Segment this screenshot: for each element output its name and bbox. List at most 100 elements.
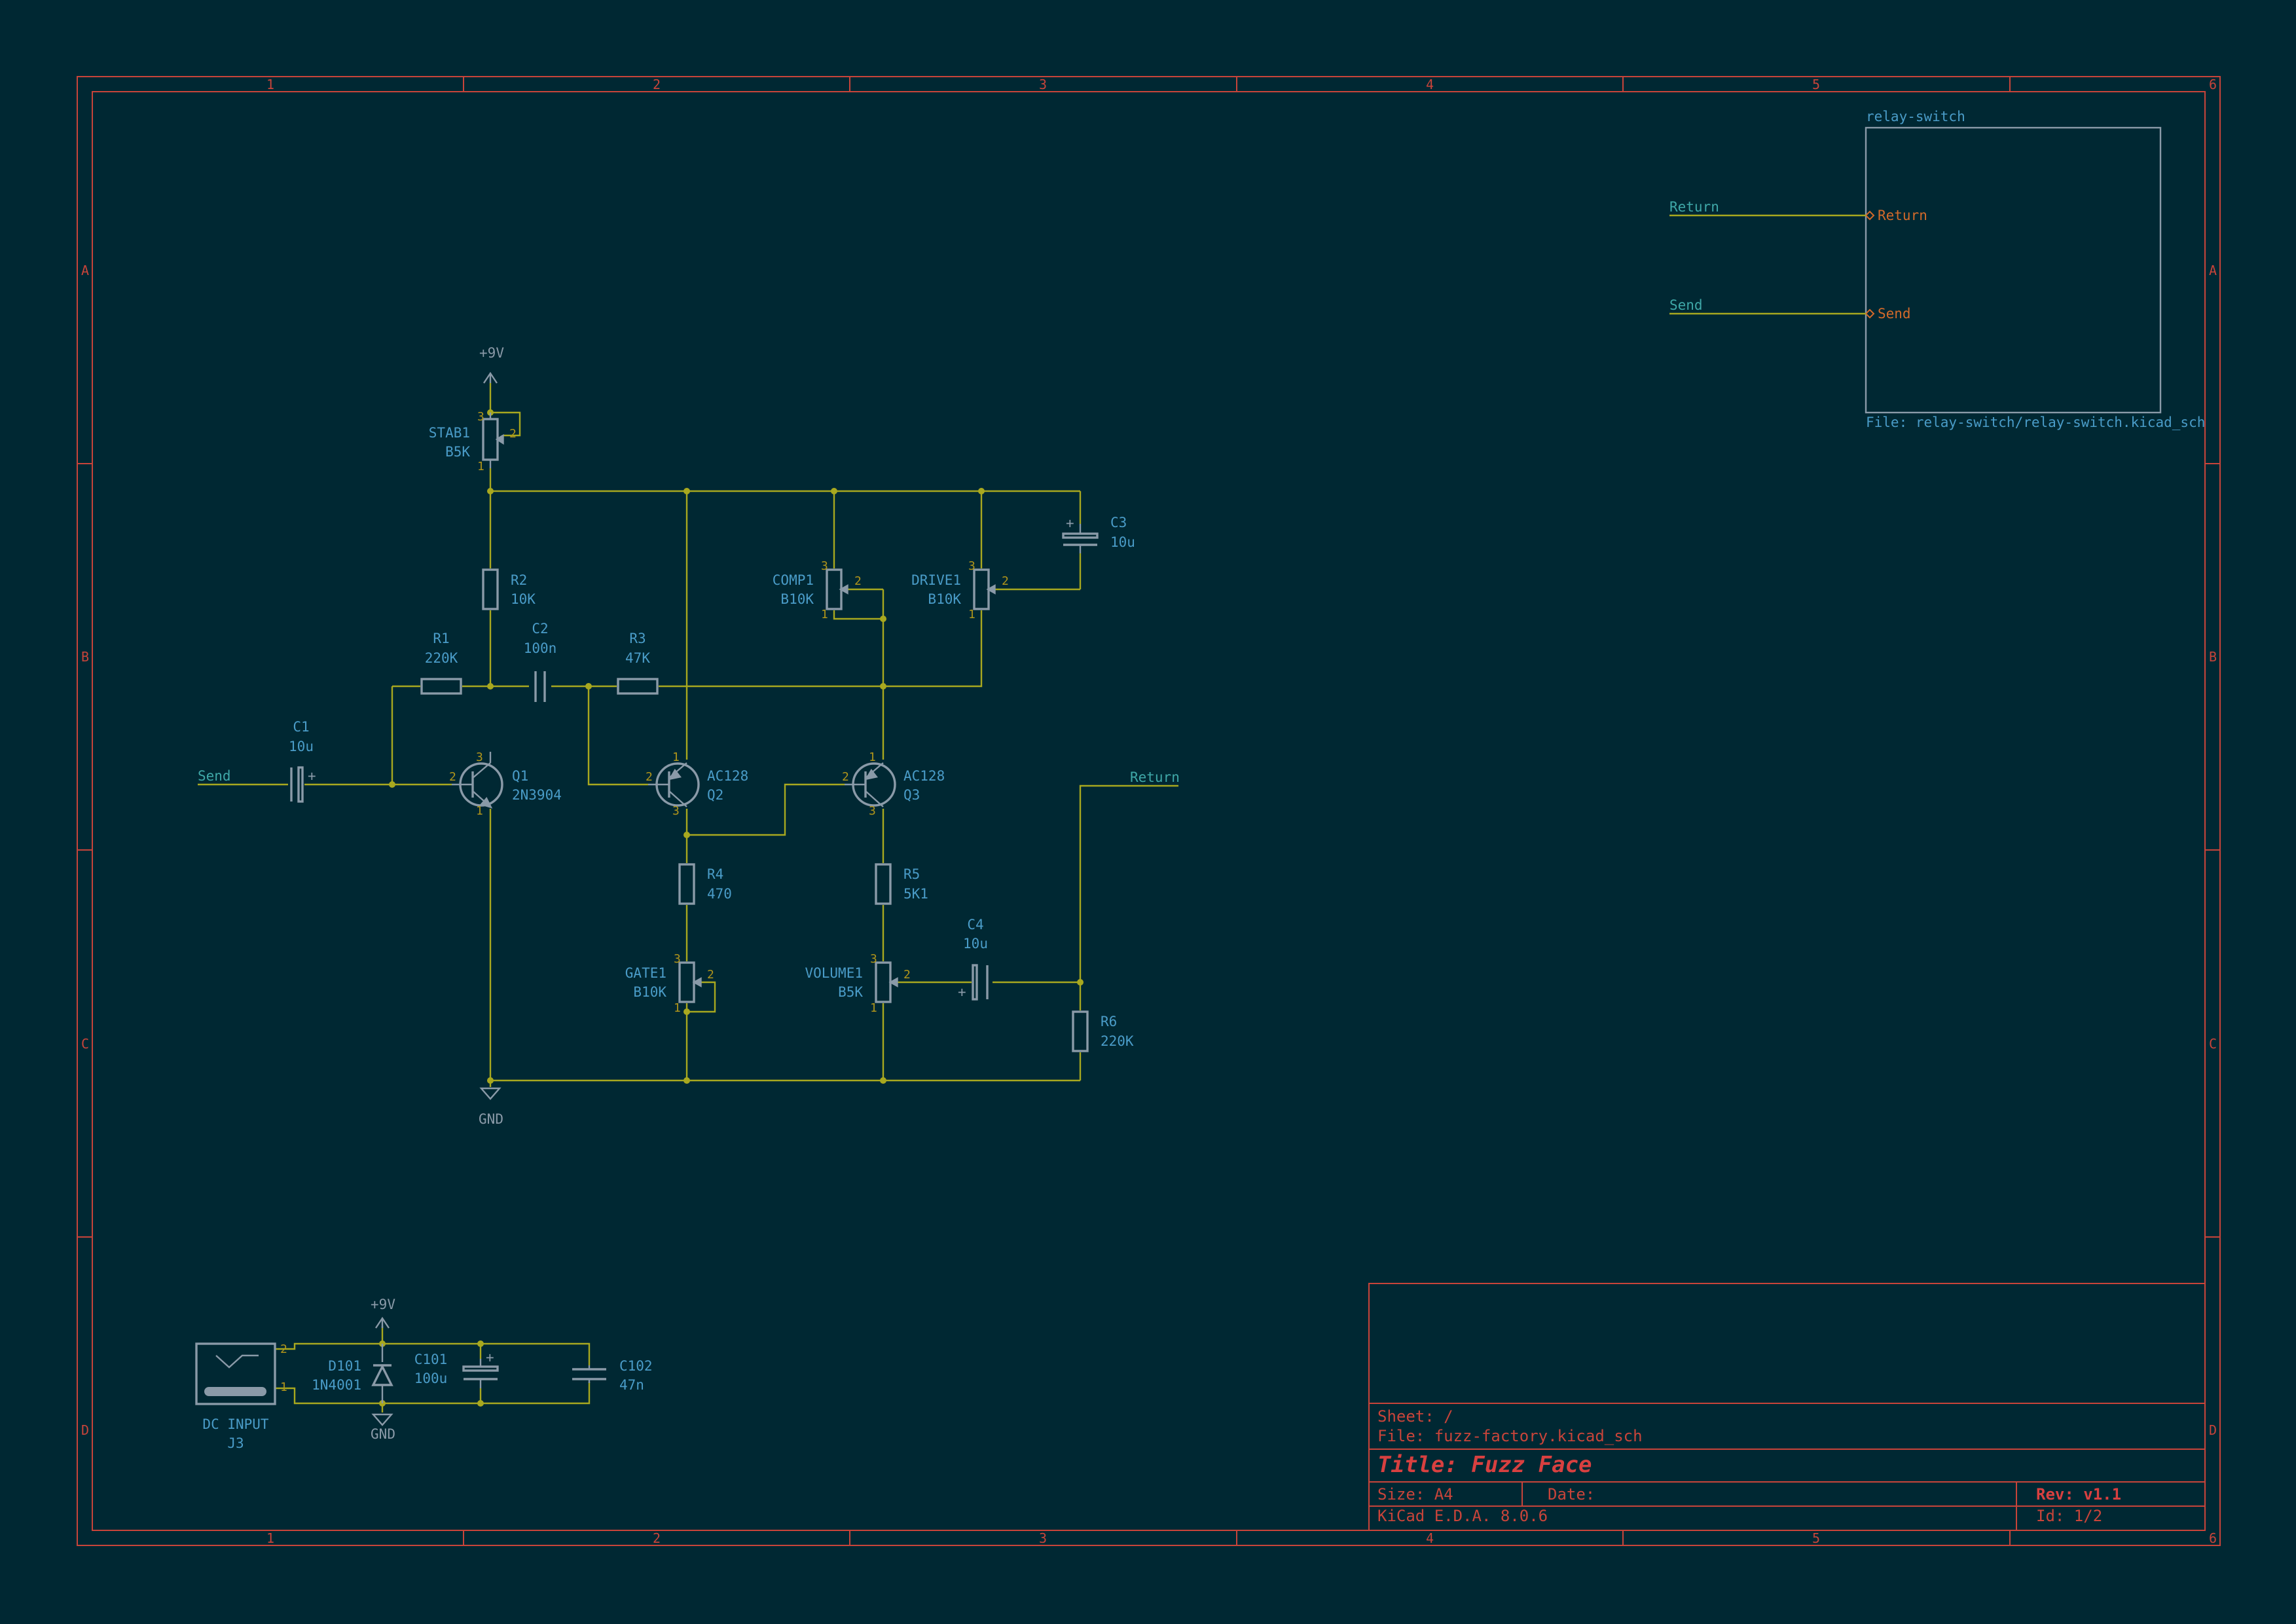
q1-transistor[interactable]: 2 3 1 Q1 2N3904 [449,750,562,818]
c3-plus-mark: + [1066,515,1074,531]
q1-value: 2N3904 [512,787,562,803]
tb-rev: Rev: v1.1 [2036,1485,2121,1504]
tb-title: Title: Fuzz Face [1377,1452,1592,1478]
tb-file: File: fuzz-factory.kicad_sch [1377,1427,1643,1445]
q2-pin3: 3 [672,804,680,818]
r3-ref: R3 [629,631,646,646]
sheet-pin-return: Return [1878,208,1927,223]
power-gnd-psu: GND [371,1413,395,1442]
c4-ref: C4 [967,917,983,932]
comp1-pin3: 3 [821,559,828,573]
r6-resistor[interactable]: R6 220K [1072,1010,1134,1052]
gate1-potentiometer[interactable]: 3 2 1 GATE1 B10K [625,952,714,1015]
q1-pin2: 2 [449,770,456,784]
c2-capacitor[interactable]: C2 100n [524,621,557,702]
r5-resistor[interactable]: R5 5K1 [875,863,928,905]
j3-ref: J3 [227,1435,244,1451]
frame-row-b-right: B [2209,649,2217,665]
d101-diode[interactable]: D101 1N4001 [312,1344,393,1403]
c4-plus-mark: + [958,984,966,1000]
stab1-pin1: 1 [477,460,484,473]
r2-value: 10K [511,591,536,607]
label-return-main: Return [1130,769,1180,785]
r4-resistor[interactable]: R4 470 [678,863,732,905]
drive1-value: B10K [928,591,961,607]
volume1-value: B5K [838,984,863,1000]
r2-resistor[interactable]: R2 10K [482,568,536,610]
c1-plus-mark: + [308,768,316,784]
r3-value: 47K [625,650,650,666]
label-send-main: Send [198,768,231,784]
comp1-potentiometer[interactable]: 3 2 1 COMP1 B10K [773,559,862,621]
frame-col-5-top: 5 [1812,77,1820,92]
power-vcc-psu-label: +9V [371,1297,395,1312]
sheet-pin-send: Send [1878,306,1911,322]
power-gnd-main: GND [479,1087,503,1127]
r4-value: 470 [707,886,732,902]
c1-capacitor[interactable]: + C1 10u [289,719,316,803]
frame-row-a-right: A [2209,263,2217,278]
stab1-pin2: 2 [509,427,517,441]
r1-value: 220K [425,650,458,666]
r2-ref: R2 [511,572,527,588]
tb-size: Size: A4 [1377,1485,1453,1504]
q1-ref: Q1 [512,768,528,784]
gate1-pin1: 1 [674,1001,681,1015]
gate1-pin2: 2 [707,968,714,982]
c102-capacitor[interactable]: C102 47n [572,1358,653,1393]
d101-value: 1N4001 [312,1377,361,1393]
volume1-pin2: 2 [903,968,911,982]
q1-pin1: 1 [476,804,483,818]
power-gnd-main-label: GND [479,1111,503,1127]
r3-resistor[interactable]: R3 47K [617,631,659,695]
c3-capacitor[interactable]: + C3 10u [1062,515,1135,553]
c101-value: 100u [414,1371,448,1386]
q3-pin3: 3 [869,804,876,818]
stab1-ref: STAB1 [429,425,470,441]
q3-transistor[interactable]: 2 1 3 AC128 Q3 [842,750,945,818]
c101-capacitor[interactable]: + C101 100u [414,1350,499,1388]
r4-ref: R4 [707,866,723,882]
title-block: Sheet: / File: fuzz-factory.kicad_sch Ti… [1368,1283,2206,1531]
frame-col-6-bottom: 6 [2209,1530,2217,1546]
sheet-name: relay-switch [1866,109,1965,124]
r5-ref: R5 [903,866,920,882]
stab1-potentiometer[interactable]: 3 2 1 STAB1 B5K [429,410,517,473]
gate1-pin3: 3 [674,952,681,966]
frame-row-c-right: C [2209,1036,2217,1052]
j3-pin2: 2 [280,1342,287,1356]
c101-plus-mark: + [486,1350,494,1365]
q3-ref: Q3 [903,787,920,803]
j3-dc-jack[interactable]: 2 1 DC INPUT J3 [195,1342,287,1451]
drive1-potentiometer[interactable]: 3 2 1 DRIVE1 B10K [911,559,1009,621]
c4-capacitor[interactable]: + C4 10u [958,917,989,1001]
frame-row-c-left: C [81,1036,89,1052]
volume1-pin3: 3 [870,952,877,966]
r1-resistor[interactable]: R1 220K [420,631,462,695]
d101-ref: D101 [328,1358,361,1374]
drive1-ref: DRIVE1 [911,572,961,588]
r6-ref: R6 [1101,1014,1117,1029]
q3-pin1: 1 [869,750,876,764]
c1-ref: C1 [293,719,309,735]
q2-transistor[interactable]: 2 1 3 AC128 Q2 [646,750,748,818]
r5-value: 5K1 [903,886,928,902]
j3-value: DC INPUT [202,1416,269,1432]
comp1-ref: COMP1 [773,572,814,588]
frame-col-3-bottom: 3 [1039,1530,1047,1546]
c3-ref: C3 [1110,515,1127,530]
power-gnd-psu-label: GND [371,1426,395,1442]
hierarchical-sheet[interactable]: relay-switch File: relay-switch/relay-sw… [1865,109,2205,430]
c4-value: 10u [963,936,988,951]
q2-ref: Q2 [707,787,723,803]
tb-tool: KiCad E.D.A. 8.0.6 [1377,1507,1548,1525]
r6-value: 220K [1101,1033,1134,1049]
gate1-ref: GATE1 [625,965,666,981]
tb-sheet: Sheet: / [1377,1407,1453,1426]
comp1-pin1: 1 [821,608,828,621]
frame-col-1-bottom: 1 [266,1530,274,1546]
q1-pin3: 3 [476,750,483,764]
frame-row-b-left: B [81,649,89,665]
volume1-potentiometer[interactable]: 3 2 1 VOLUME1 B5K [805,952,910,1015]
